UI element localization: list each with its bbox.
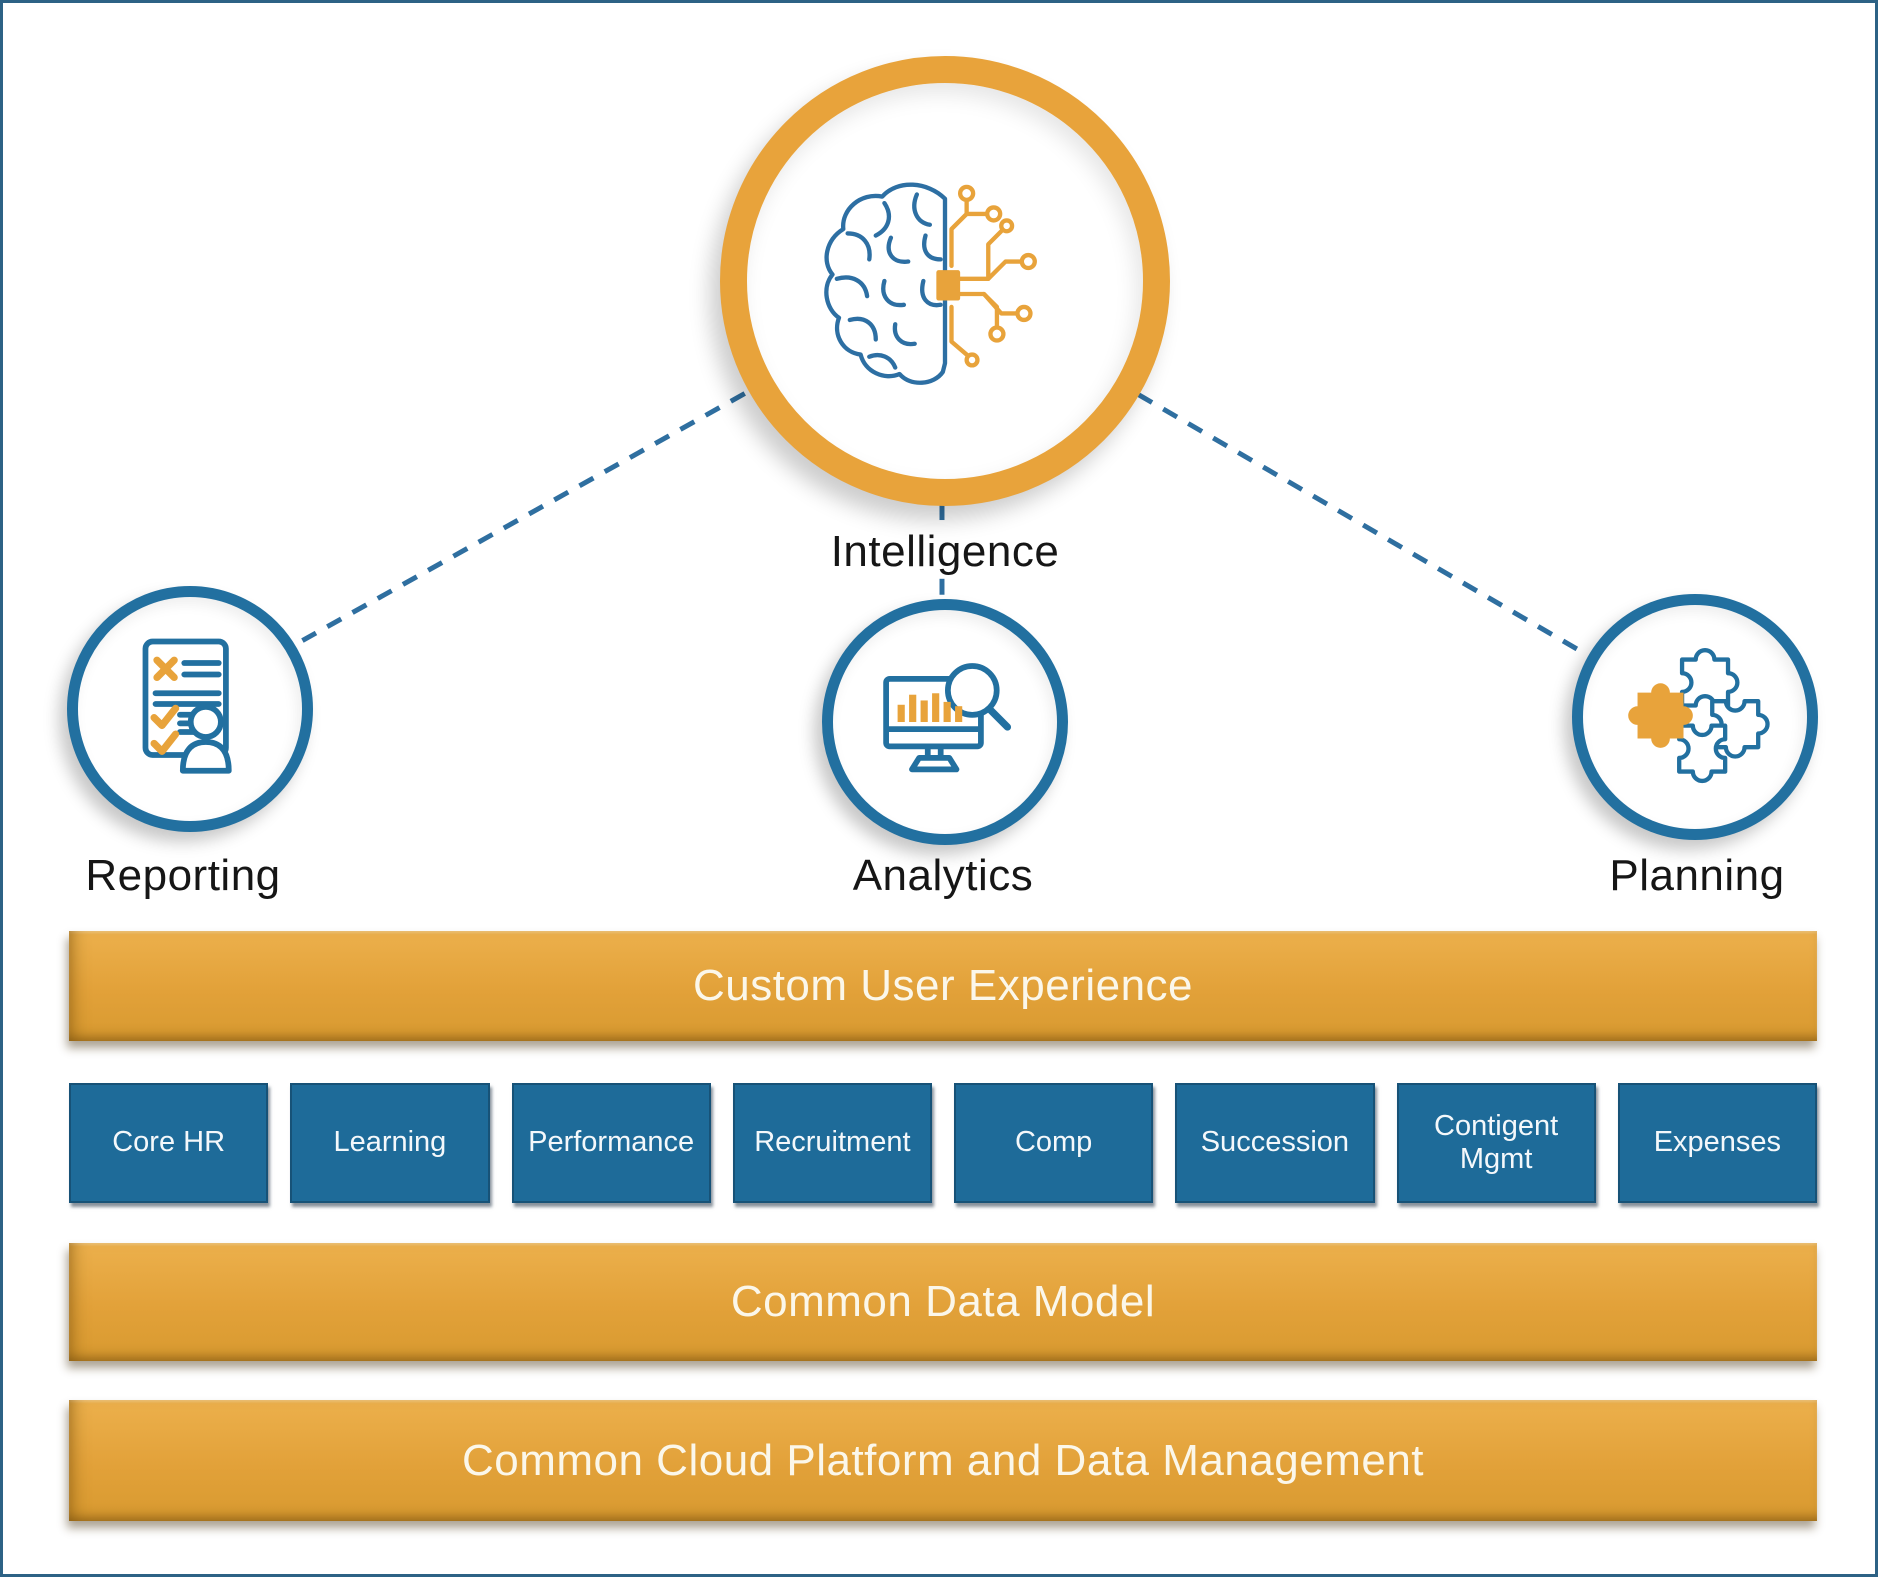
common-cloud-platform-bar: Common Cloud Platform and Data Managemen… bbox=[69, 1400, 1817, 1521]
intelligence-label: Intelligence bbox=[830, 527, 1060, 576]
common-cloud-platform-label: Common Cloud Platform and Data Managemen… bbox=[461, 1435, 1425, 1485]
analytics-monitor-icon bbox=[883, 663, 1012, 773]
planning-label: Planning bbox=[1609, 851, 1785, 900]
module-recruitment: Recruitment bbox=[732, 1083, 932, 1203]
common-data-model-label: Common Data Model bbox=[730, 1277, 1156, 1326]
analytics-label: Analytics bbox=[852, 851, 1034, 900]
connector-lines bbox=[301, 391, 1581, 653]
report-checklist-icon bbox=[142, 638, 232, 774]
module-expenses: Expenses bbox=[1617, 1083, 1817, 1203]
analytics-node bbox=[822, 599, 1068, 845]
module-core-hr: Core HR bbox=[69, 1083, 269, 1203]
custom-user-experience-label: Custom User Experience bbox=[692, 961, 1194, 1010]
reporting-node bbox=[67, 586, 313, 832]
connector-intelligence-planning bbox=[1136, 392, 1581, 653]
planning-node bbox=[1572, 594, 1818, 840]
puzzle-pieces-icon bbox=[1628, 648, 1770, 784]
custom-user-experience-bar: Custom User Experience bbox=[69, 931, 1817, 1041]
module-contigent-mgmt: Contigent Mgmt bbox=[1396, 1083, 1596, 1203]
intelligence-node bbox=[720, 56, 1170, 506]
module-learning: Learning bbox=[290, 1083, 490, 1203]
module-row: Core HR Learning Performance Recruitment… bbox=[69, 1083, 1817, 1203]
reporting-label: Reporting bbox=[85, 851, 281, 900]
connector-intelligence-reporting bbox=[301, 391, 746, 643]
common-data-model-bar: Common Data Model bbox=[69, 1243, 1817, 1361]
module-succession: Succession bbox=[1175, 1083, 1375, 1203]
module-performance: Performance bbox=[511, 1083, 711, 1203]
module-comp: Comp bbox=[954, 1083, 1154, 1203]
brain-circuit-icon bbox=[824, 182, 1037, 385]
